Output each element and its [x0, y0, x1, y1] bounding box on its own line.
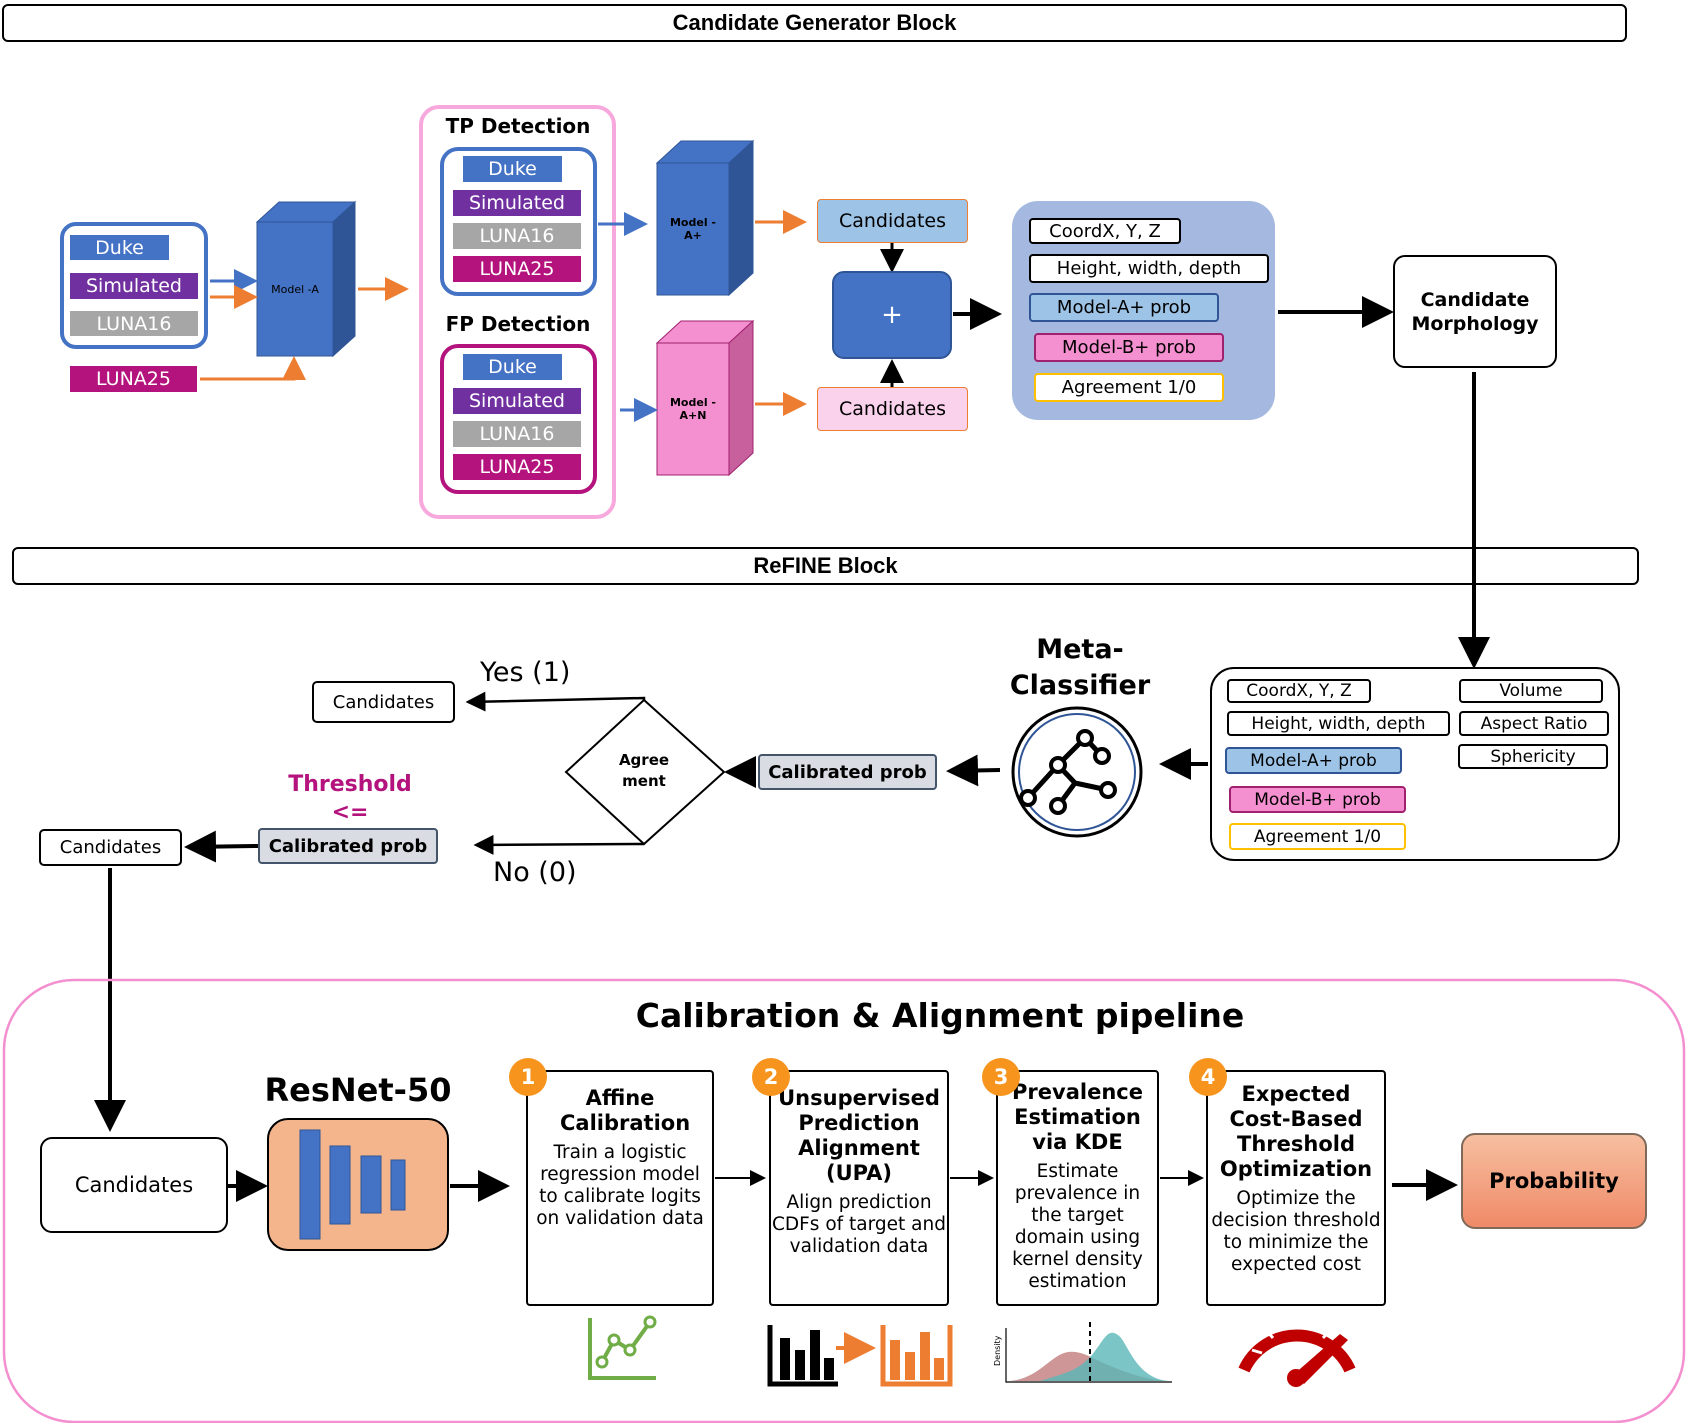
step-4-desc: Optimize the decision threshold to minim…	[1211, 1188, 1381, 1275]
step-prevalence-kde: Prevalence Estimation via KDE Estimate p…	[996, 1070, 1159, 1306]
tp-duke-chip: Duke	[463, 156, 562, 182]
feature-dimensions: Height, width, depth	[1029, 254, 1269, 283]
pipeline-candidates: Candidates	[40, 1137, 228, 1233]
resnet-label: ResNet-50	[264, 1071, 452, 1109]
pipeline-title: Calibration & Alignment pipeline	[635, 995, 1245, 1035]
model-a-plus-label: Model -A+	[669, 216, 716, 242]
merge-block: +	[832, 271, 952, 359]
feature-agreement: Agreement 1/0	[1034, 373, 1224, 402]
step-upa: Unsupervised Prediction Alignment (UPA) …	[769, 1070, 949, 1306]
input-simulated-chip: Simulated	[70, 273, 198, 299]
candidates-tp: Candidates	[817, 199, 968, 243]
input-duke-chip: Duke	[70, 235, 169, 260]
calibrated-prob-threshold: Calibrated prob	[258, 828, 438, 864]
bar-chart-alignment-icon	[767, 1325, 953, 1387]
no-label: No (0)	[493, 857, 577, 888]
step-cost-threshold: Expected Cost-Based Threshold Optimizati…	[1206, 1070, 1386, 1306]
refine-feature-dimensions: Height, width, depth	[1227, 711, 1450, 736]
candidates-fp: Candidates	[817, 387, 968, 431]
kde-density-icon: Density	[993, 1322, 1172, 1384]
model-a-plus-cube	[655, 139, 755, 297]
speedometer-icon	[1238, 1317, 1356, 1387]
refine-feature-volume: Volume	[1459, 679, 1603, 703]
step-1-desc: Train a logistic regression model to cal…	[536, 1142, 704, 1229]
tp-luna25-chip: LUNA25	[453, 256, 581, 282]
candidate-morphology: Candidate Morphology	[1393, 255, 1557, 368]
candidates-threshold: Candidates	[39, 829, 182, 866]
candidates-accepted: Candidates	[312, 681, 455, 723]
resnet-block-shape	[267, 1118, 449, 1251]
agreement-diamond-label: Agreement	[618, 751, 670, 790]
step-4-badge: 4	[1189, 1058, 1227, 1096]
fp-duke-chip: Duke	[463, 354, 562, 380]
yes-label: Yes (1)	[480, 657, 571, 688]
calibrated-prob-meta: Calibrated prob	[758, 754, 937, 790]
step-3-desc: Estimate prevalence in the target domain…	[1012, 1161, 1143, 1292]
step-affine-calibration: Affine Calibration Train a logistic regr…	[526, 1070, 714, 1306]
candidate-generator-banner: Candidate Generator Block	[2, 4, 1627, 42]
refine-feature-aspect-ratio: Aspect Ratio	[1459, 711, 1609, 736]
pipeline-frame	[2, 978, 1686, 1423]
step-3-badge: 3	[982, 1058, 1020, 1096]
step-3-title: Prevalence Estimation via KDE	[1012, 1080, 1143, 1154]
step-2-badge: 2	[752, 1058, 790, 1096]
step-4-title: Expected Cost-Based Threshold Optimizati…	[1219, 1082, 1373, 1181]
line-chart-icon	[588, 1315, 657, 1380]
tp-luna16-chip: LUNA16	[453, 223, 581, 249]
threshold-label: Threshold	[288, 771, 412, 797]
input-luna25-chip: LUNA25	[70, 366, 197, 392]
tp-detection-title: TP Detection	[445, 114, 591, 138]
input-luna16-chip: LUNA16	[70, 311, 198, 336]
feature-model-a-prob: Model-A+ prob	[1029, 293, 1219, 322]
refine-feature-coord: CoordX, Y, Z	[1227, 679, 1371, 703]
kde-axis-label: Density	[993, 1335, 1002, 1366]
meta-classifier-label: Meta-Classifier	[1009, 634, 1151, 701]
model-a-label: Model -A	[271, 282, 319, 296]
feature-coord: CoordX, Y, Z	[1029, 218, 1181, 244]
model-a-n-cube	[655, 319, 755, 477]
refine-feature-model-a-prob: Model-A+ prob	[1225, 747, 1402, 774]
tp-simulated-chip: Simulated	[453, 190, 581, 216]
feature-model-b-prob: Model-B+ prob	[1034, 333, 1224, 362]
fp-simulated-chip: Simulated	[453, 388, 581, 414]
step-1-badge: 1	[509, 1058, 547, 1096]
tree-icon	[1011, 706, 1143, 838]
step-1-title: Affine Calibration	[560, 1086, 691, 1135]
step-2-desc: Align prediction CDFs of target and vali…	[772, 1192, 946, 1257]
refine-feature-sphericity: Sphericity	[1458, 744, 1608, 769]
refine-banner: ReFINE Block	[12, 547, 1639, 585]
probability-output: Probability	[1461, 1133, 1647, 1229]
model-a-n-label: Model -A+N	[669, 396, 716, 422]
refine-feature-model-b-prob: Model-B+ prob	[1229, 786, 1406, 813]
step-2-title: Unsupervised Prediction Alignment (UPA)	[778, 1086, 940, 1185]
refine-feature-agreement: Agreement 1/0	[1229, 823, 1406, 850]
fp-detection-title: FP Detection	[445, 312, 591, 336]
threshold-operator: <=	[331, 799, 369, 825]
fp-luna25-chip: LUNA25	[453, 454, 581, 480]
fp-luna16-chip: LUNA16	[453, 421, 581, 447]
